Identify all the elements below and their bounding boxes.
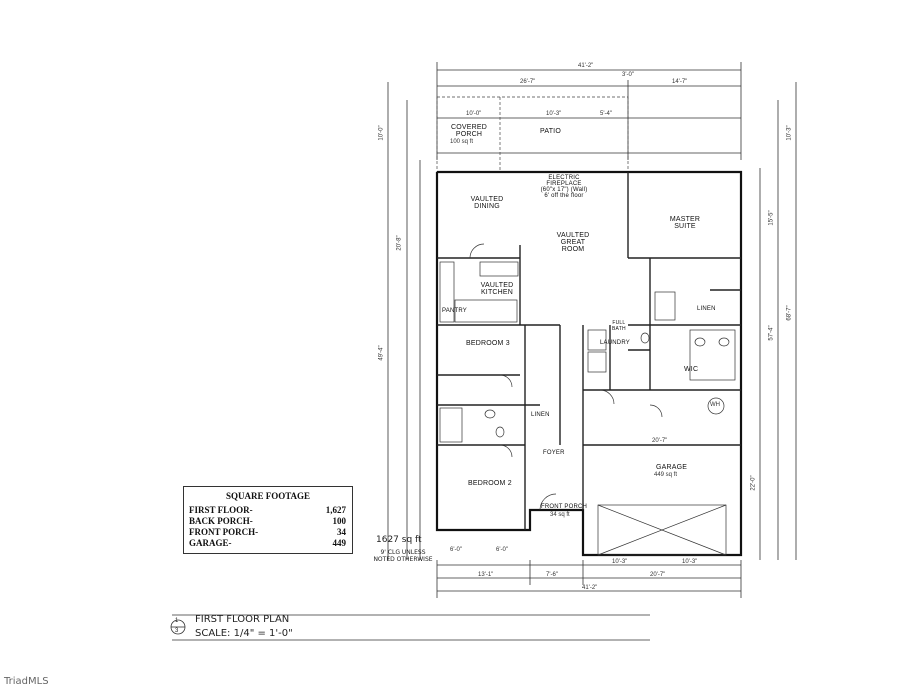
dim-top-left: 26'-7" [520, 79, 536, 85]
fireplace-label: ELECTRIC FIREPLACE (60"x 17") (Wall) 6' … [540, 175, 588, 199]
linen-hall-label: LINEN [531, 412, 550, 418]
dim-bottom-right: 20'-7" [650, 572, 666, 578]
square-footage-table: SQUARE FOOTAGE FIRST FLOOR- 1,627 BACK P… [183, 486, 353, 554]
vaulted-kitchen-label: VAULTED KITCHEN [480, 282, 514, 296]
sqft-row-value: 34 [337, 527, 346, 537]
dim-bottom-mid: 7'-6" [546, 572, 558, 578]
dim-porch-a: 10'-0" [466, 111, 482, 117]
sqft-row-label: FRONT PORCH- [189, 527, 259, 537]
sqft-row-label: FIRST FLOOR- [189, 505, 253, 515]
dim-left-top: 10'-0" [378, 125, 385, 141]
dim-garage-door-l: 10'-3" [612, 559, 628, 565]
bedroom2-label: BEDROOM 2 [468, 480, 512, 487]
pantry-label: PANTRY [442, 308, 467, 314]
foyer-label: FOYER [543, 450, 565, 456]
dim-bottom-left: 13'-1" [478, 572, 494, 578]
garage-area: 449 sq ft [654, 472, 678, 478]
dim-right-overall: 68'-7" [786, 305, 793, 321]
sqft-row-value: 449 [332, 538, 347, 548]
patio-label: PATIO [540, 128, 561, 135]
dim-porch-c: 5'-4" [600, 111, 612, 117]
laundry-label: LAUNDRY [600, 340, 630, 346]
water-heater-label: WH [710, 402, 720, 408]
dim-left-overall: 49'-4" [378, 345, 385, 361]
dim-right-garage: 22'-0" [750, 475, 757, 491]
dim-top-mid: 3'-0" [622, 72, 634, 78]
full-bath-label: FULL BATH [612, 320, 626, 332]
master-suite-label: MASTER SUITE [669, 216, 701, 230]
dim-right-upper: 15'-5" [768, 210, 775, 226]
ceiling-note: 9' CLG UNLESS NOTED OTHERWISE [373, 549, 433, 563]
garage-label: GARAGE [656, 464, 688, 471]
dim-porch-width-r: 6'-0" [496, 547, 508, 553]
square-footage-title: SQUARE FOOTAGE [225, 491, 311, 501]
front-porch-area: 34 sq ft [550, 512, 570, 518]
plan-title: FIRST FLOOR PLAN [195, 614, 290, 625]
dim-top-right: 14'-7" [672, 79, 688, 85]
dim-garage-width: 20'-7" [652, 438, 668, 444]
sqft-row-label: GARAGE- [189, 538, 232, 548]
bedroom3-label: BEDROOM 3 [466, 340, 510, 347]
dim-left-mid: 20'-8" [396, 235, 403, 251]
front-porch-label: FRONT PORCH [541, 504, 588, 510]
covered-porch-label: COVERED PORCH [450, 124, 488, 138]
dim-top-overall: 41'-2" [578, 63, 594, 69]
dim-right-mid: 57'-4" [768, 325, 775, 341]
covered-porch-area: 100 sq ft [450, 139, 474, 145]
sqft-row-back-porch: BACK PORCH- 100 [189, 516, 346, 527]
sqft-row-value: 100 [332, 516, 347, 526]
sqft-row-front-porch: FRONT PORCH- 34 [189, 527, 346, 538]
dim-right-top: 10'-3" [786, 125, 793, 141]
sqft-row-garage: GARAGE- 449 [189, 538, 346, 549]
plan-scale: SCALE: 1/4" = 1'-0" [195, 628, 293, 639]
sqft-row-value: 1,627 [325, 505, 346, 515]
dim-porch-width-l: 6'-0" [450, 547, 462, 553]
watermark: TriadMLS [4, 676, 49, 687]
sqft-row-label: BACK PORCH- [189, 516, 253, 526]
vaulted-dining-label: VAULTED DINING [470, 196, 504, 210]
sqft-note: 1627 sq ft [376, 535, 422, 545]
sheet-number-top: 1 [175, 618, 179, 624]
dim-garage-door-r: 10'-3" [682, 559, 698, 565]
dim-porch-b: 10'-3" [546, 111, 562, 117]
wic-label: WIC [684, 366, 699, 373]
sqft-row-first-floor: FIRST FLOOR- 1,627 [189, 505, 346, 516]
sheet-number-bottom: 3 [175, 628, 179, 634]
vaulted-great-room-label: VAULTED GREAT ROOM [556, 232, 590, 253]
dim-bottom-overall: 41'-2" [582, 585, 598, 591]
linen-master-label: LINEN [697, 306, 716, 312]
